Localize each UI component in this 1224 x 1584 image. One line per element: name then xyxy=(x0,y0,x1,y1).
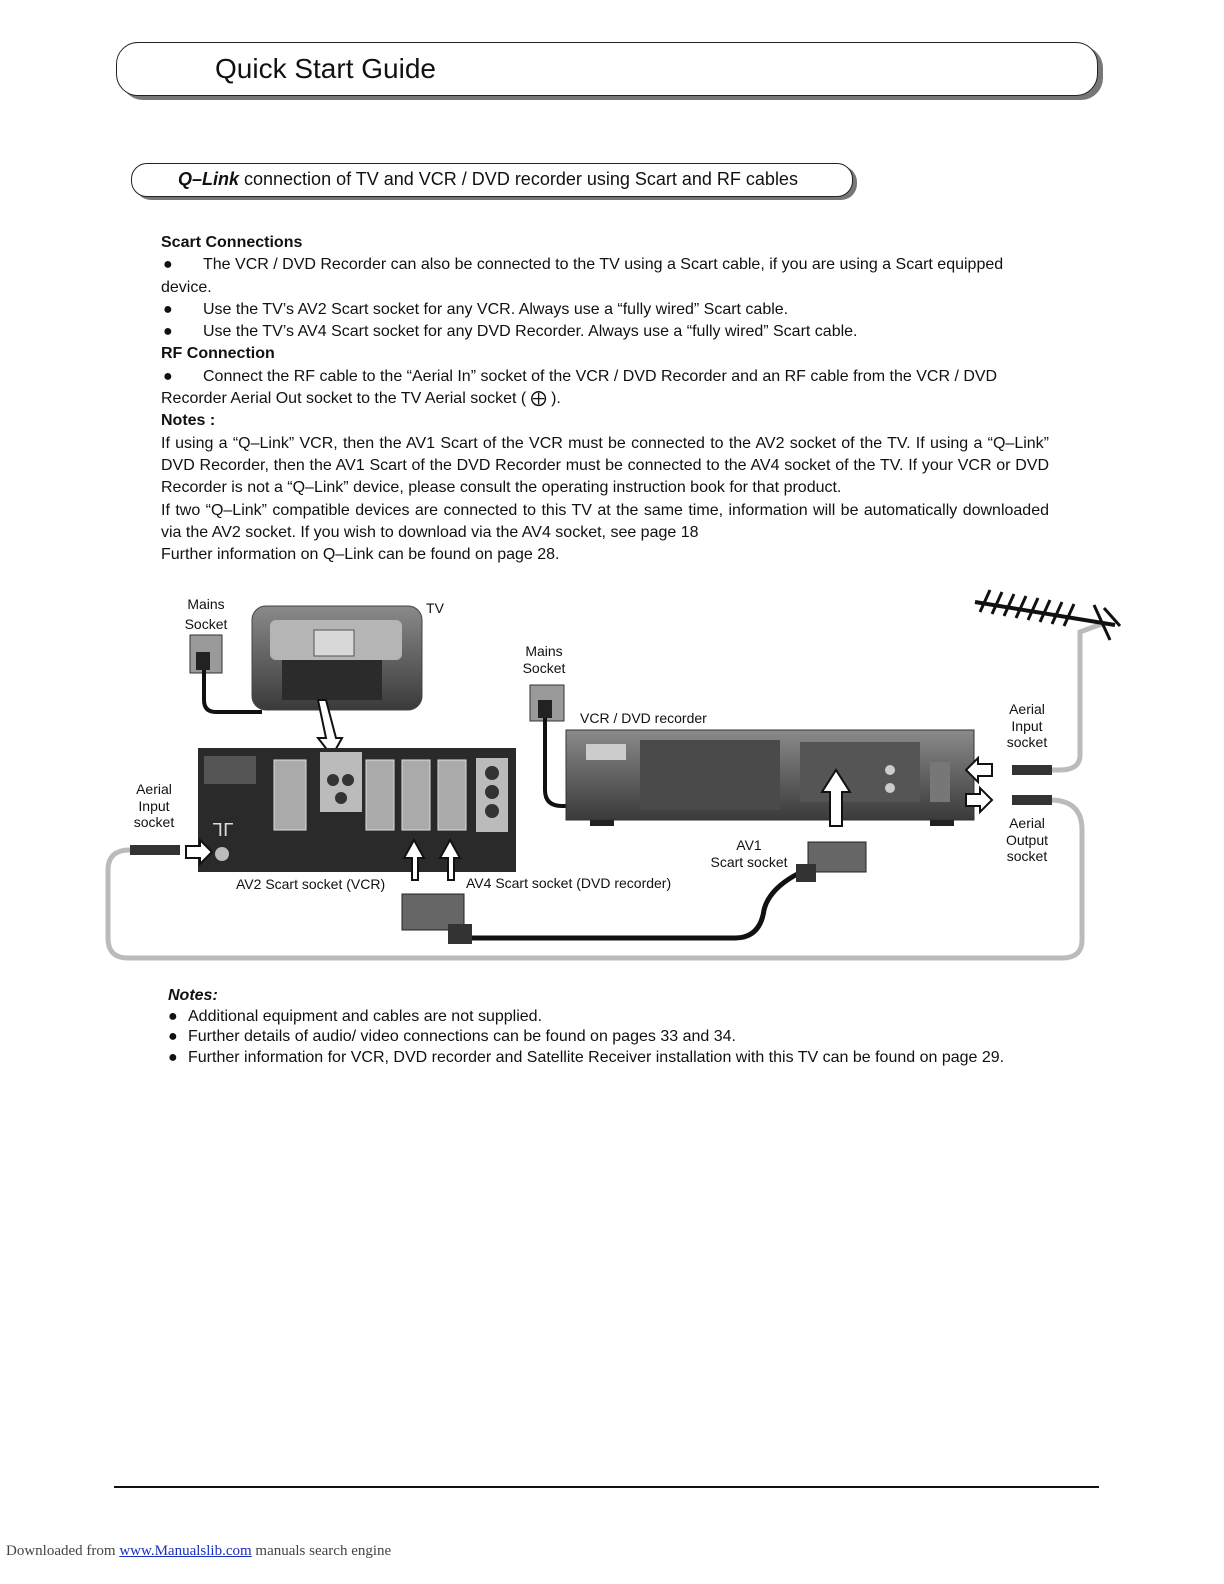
scart-plug-vcr-end xyxy=(796,841,867,882)
scart-bullet-2: ●Use the TV’s AV2 Scart socket for any V… xyxy=(161,299,1049,321)
notes-para-2: If two “Q–Link” compatible devices are c… xyxy=(161,501,1049,541)
tv-rear-panel: ᒣᒥ xyxy=(198,748,516,872)
footer: Downloaded from www.Manualslib.com manua… xyxy=(6,1543,392,1559)
bottom-note-2: ●Further details of audio/ video connect… xyxy=(168,1027,1004,1048)
title-box: Quick Start Guide xyxy=(116,42,1098,96)
rf-heading: RF Connection xyxy=(161,345,275,363)
arrow-vcr-aerial-out-icon xyxy=(965,785,994,815)
bullet-icon: ● xyxy=(163,300,173,318)
rf-bullet: ●Connect the RF cable to the “Aerial In”… xyxy=(161,366,1049,388)
bullet-icon: ● xyxy=(163,256,173,274)
body-text: Scart Connections ●The VCR / DVD Recorde… xyxy=(161,232,1049,566)
svg-text:ᒣᒥ: ᒣᒥ xyxy=(212,820,233,841)
label-av4-scart: AV4 Scart socket (DVD recorder) xyxy=(466,875,672,891)
notes-para-3: Further information on Q–Link can be fou… xyxy=(161,546,560,564)
section-heading-rest: connection of TV and VCR / DVD recorder … xyxy=(239,169,798,189)
bullet-icon: ● xyxy=(163,367,173,385)
page-title: Quick Start Guide xyxy=(215,53,436,84)
tv-aerial-plug xyxy=(130,845,180,855)
bullet-icon: ● xyxy=(163,323,173,341)
vcr-mains-cable xyxy=(543,718,620,808)
arrow-tv-aerial-icon xyxy=(185,837,214,867)
bullet-icon: ● xyxy=(168,1007,178,1025)
scart-cable xyxy=(470,865,811,941)
bottom-note-1: ●Additional equipment and cables are not… xyxy=(168,1007,1004,1028)
rf-bullet-cont: Recorder Aerial Out socket to the TV Aer… xyxy=(161,390,561,408)
section-heading: Q–Link connection of TV and VCR / DVD re… xyxy=(178,169,798,190)
scart-plug-tv-end xyxy=(401,893,472,944)
rf-cable-loop xyxy=(105,797,1085,961)
manualslib-link[interactable]: www.Manualslib.com xyxy=(119,1543,252,1559)
tv-mains-cable xyxy=(202,670,262,714)
bullet-icon: ● xyxy=(168,1028,178,1045)
section-heading-qlink: Q–Link xyxy=(178,169,240,189)
scart-heading: Scart Connections xyxy=(161,234,303,251)
tv-image xyxy=(251,605,423,711)
section-heading-box: Q–Link connection of TV and VCR / DVD re… xyxy=(131,163,853,197)
arrow-av4-icon xyxy=(438,837,462,881)
label-vcr-dvd-recorder: VCR / DVD recorder xyxy=(580,710,707,726)
antenna-icon xyxy=(974,589,1122,641)
vcr-image xyxy=(565,729,975,826)
scart-bullet-1-cont: device. xyxy=(161,278,212,296)
bullet-icon: ● xyxy=(168,1048,178,1066)
scart-bullet-1: ●The VCR / DVD Recorder can also be conn… xyxy=(161,254,1049,276)
label-av2-scart: AV2 Scart socket (VCR) xyxy=(236,876,386,892)
arrow-vcr-aerial-in-icon xyxy=(964,755,993,785)
notes-heading: Notes : xyxy=(161,412,216,430)
arrow-av2-icon xyxy=(402,837,426,881)
footer-rule xyxy=(114,1486,1099,1488)
label-tv: TV xyxy=(426,600,444,616)
zoom-arrow-icon xyxy=(315,699,344,758)
bottom-note-3: ●Further information for VCR, DVD record… xyxy=(168,1048,1004,1069)
scart-bullet-3: ●Use the TV’s AV4 Scart socket for any D… xyxy=(161,321,1049,343)
bottom-notes-heading: Notes: xyxy=(168,987,218,1004)
bottom-notes: Notes: ●Additional equipment and cables … xyxy=(168,986,1004,1068)
arrow-vcr-av1-icon xyxy=(820,768,852,827)
notes-para-1: If using a “Q–Link” VCR, then the AV1 Sc… xyxy=(161,434,1049,497)
antenna-cable xyxy=(1050,621,1106,773)
